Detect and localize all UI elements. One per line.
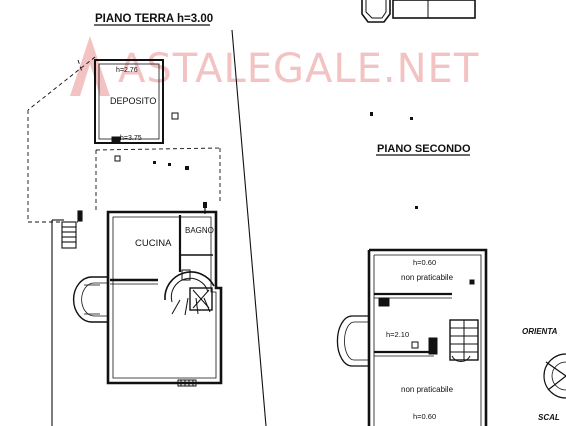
lot-boundary <box>51 29 267 426</box>
second-floor-title: PIANO SECONDO <box>377 143 471 155</box>
watermark-text: ASTALEGALE.NET <box>118 46 479 92</box>
second-floor-bay-window <box>336 315 369 367</box>
orientation-label: ORIENTA <box>522 327 558 336</box>
mid-height: h=2.10 <box>386 330 409 339</box>
spiral-stair <box>164 269 215 316</box>
walkway-height: h=3.75 <box>120 135 142 142</box>
entry-stair <box>61 210 83 249</box>
courtyard-marks <box>153 161 207 208</box>
second-floor-marks <box>370 112 418 209</box>
bay-window <box>72 276 108 323</box>
first-floor-partial-plan <box>361 0 476 23</box>
top-height: h=0.60 <box>413 258 436 267</box>
top-room-label: non praticabile <box>401 273 454 282</box>
second-floor-stair <box>449 319 479 363</box>
deposito-height: h=2.76 <box>116 67 138 74</box>
ground-floor-title: PIANO TERRA h=3.00 <box>95 13 213 25</box>
ground-floor-plan: PIANO TERRA h=3.00 DEPOSITO h=2.76 <box>27 13 267 426</box>
deposito-room <box>94 59 179 162</box>
watermark-logo-icon <box>70 36 110 96</box>
dashed-perimeter <box>27 56 221 223</box>
orientation-block: ORIENTA SCAL <box>522 327 566 422</box>
scale-label: SCAL <box>538 413 560 422</box>
bottom-height: h=0.60 <box>413 412 436 421</box>
bathroom-label: BAGNO <box>185 226 214 235</box>
bottom-room-label: non praticabile <box>401 385 454 394</box>
compass-icon <box>543 353 566 399</box>
house-outline <box>106 202 223 385</box>
front-door <box>177 379 197 387</box>
second-floor-plan: PIANO SECONDO <box>336 112 488 426</box>
kitchen-label: CUCINA <box>135 238 172 249</box>
second-floor-outline <box>367 248 488 426</box>
deposito-label: DEPOSITO <box>110 96 156 106</box>
watermark: ASTALEGALE.NET <box>70 36 479 96</box>
